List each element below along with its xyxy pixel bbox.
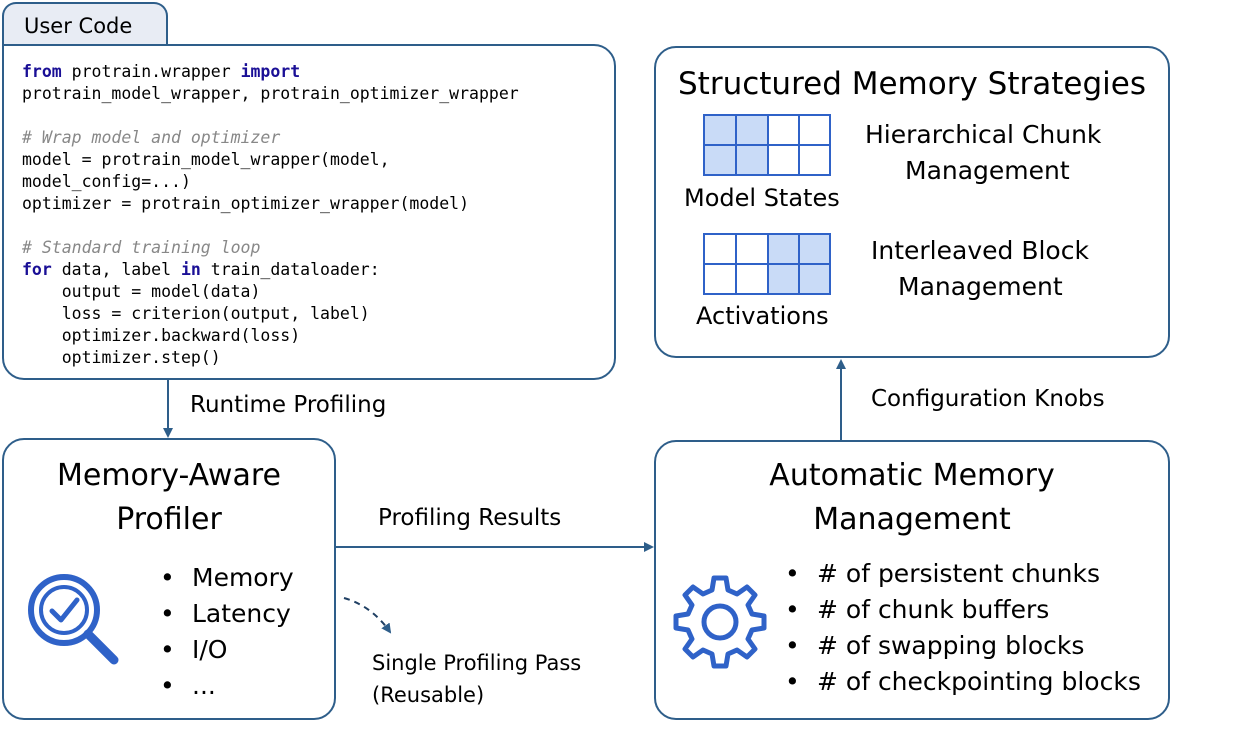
activations-desc-1: Interleaved Block [871, 236, 1089, 265]
bullet-item: Latency [158, 596, 294, 632]
code-line: model = protrain_model_wrapper(model, [22, 149, 519, 171]
bullet-item: # of chunk buffers [783, 592, 1141, 628]
bullet-item: # of persistent chunks [783, 556, 1141, 592]
configuration-knobs-label: Configuration Knobs [871, 386, 1105, 412]
code-text: train_dataloader: [200, 260, 380, 279]
code-text: model_config=...) [22, 172, 191, 191]
code-line: # Standard training loop [22, 237, 519, 259]
gear-icon [673, 575, 767, 669]
user-code-box [2, 44, 616, 380]
model-states-desc-1: Hierarchical Chunk [865, 120, 1102, 149]
model-states-label: Model States [684, 184, 840, 212]
code-line: output = model(data) [22, 281, 519, 303]
code-keyword: in [180, 260, 201, 279]
model-states-desc-2: Management [905, 156, 1070, 185]
single-pass-label-1: Single Profiling Pass [372, 651, 582, 675]
user-code-tab: User Code [2, 2, 168, 46]
strategies-box [654, 46, 1170, 358]
code-text: output = model(data) [22, 282, 261, 301]
bullet-item: # of swapping blocks [783, 628, 1141, 664]
model-states-grid [703, 114, 831, 176]
code-text: optimizer.step() [22, 348, 221, 367]
activations-desc-2: Management [898, 272, 1063, 301]
profiler-bullet-list: MemoryLatencyI/O... [158, 560, 294, 704]
profiler-title-2: Profiler [116, 502, 222, 537]
strategies-title: Structured Memory Strategies [678, 66, 1146, 102]
activations-grid [703, 233, 831, 295]
code-text: protrain.wrapper [61, 62, 241, 81]
code-line: loss = criterion(output, label) [22, 303, 519, 325]
bullet-item: Memory [158, 560, 294, 596]
code-line: from protrain.wrapper import [22, 61, 519, 83]
code-comment: # Wrap model and optimizer [22, 128, 281, 147]
code-text: data, label [51, 260, 181, 279]
code-text: optimizer = protrain_optimizer_wrapper(m… [22, 194, 470, 213]
single-pass-label-2: (Reusable) [372, 683, 485, 707]
code-keyword: for [22, 260, 52, 279]
code-keyword: from [22, 62, 62, 81]
code-line: protrain_model_wrapper, protrain_optimiz… [22, 83, 519, 105]
code-text: optimizer.backward(loss) [22, 326, 301, 345]
bullet-item: ... [158, 668, 294, 704]
auto-memory-title-1: Automatic Memory [769, 458, 1055, 493]
code-line: optimizer = protrain_optimizer_wrapper(m… [22, 193, 519, 215]
code-line: for data, label in train_dataloader: [22, 259, 519, 281]
auto-memory-bullet-list: # of persistent chunks# of chunk buffers… [783, 556, 1141, 700]
runtime-profiling-label: Runtime Profiling [190, 392, 387, 418]
code-line: optimizer.backward(loss) [22, 325, 519, 347]
code-text: model = protrain_model_wrapper(model, [22, 150, 390, 169]
magnifier-check-icon [28, 574, 119, 665]
single-pass-dashed-arrow [343, 597, 392, 634]
code-line: model_config=...) [22, 171, 519, 193]
user-code-tab-label: User Code [24, 14, 133, 38]
code-comment: # Standard training loop [22, 238, 261, 257]
code-keyword: import [240, 62, 301, 81]
code-line: # Wrap model and optimizer [22, 127, 519, 149]
code-line: optimizer.step() [22, 347, 519, 369]
code-text: protrain_model_wrapper, protrain_optimiz… [22, 84, 519, 103]
profiler-title-1: Memory-Aware [56, 458, 281, 493]
bullet-item: I/O [158, 632, 294, 668]
activations-label: Activations [696, 302, 829, 330]
auto-memory-title-2: Management [813, 502, 1011, 537]
bullet-item: # of checkpointing blocks [783, 664, 1141, 700]
code-text: loss = criterion(output, label) [22, 304, 370, 323]
profiling-results-label: Profiling Results [378, 505, 562, 531]
